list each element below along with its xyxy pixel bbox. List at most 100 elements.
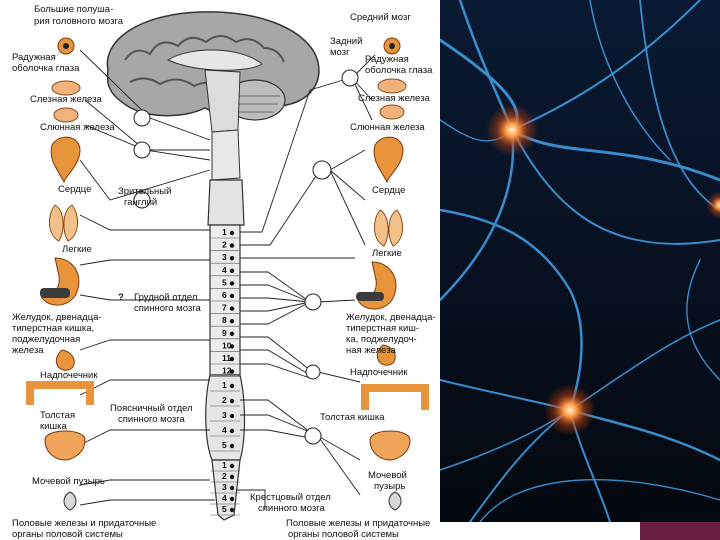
label-lungs-left: Легкие — [62, 244, 92, 255]
lumbar-segment-node-3 — [230, 414, 234, 418]
lungs-right-icon — [374, 210, 402, 246]
neuron-network-photo — [440, 0, 720, 522]
salivary-left-icon — [54, 108, 78, 122]
lumbar-segment-5: 5 — [222, 440, 227, 450]
label-iris-left-1: Радужная — [12, 52, 56, 63]
thoracic-segment-node-10 — [230, 344, 234, 348]
sacral-segment-node-5 — [230, 508, 234, 512]
label-colon-right: Толстая кишка — [320, 412, 385, 423]
label-bladder-right-2: пузырь — [374, 481, 405, 492]
thoracic-segment-node-7 — [230, 306, 234, 310]
salivary-right-icon — [380, 105, 404, 119]
heart-left-icon — [51, 137, 80, 182]
label-sacral-1: Крестцовый отдел — [250, 492, 331, 503]
label-thoracic-1: Грудной отдел — [134, 292, 197, 303]
bladder-left-icon — [45, 431, 85, 460]
label-gonads-right-1: Половые железы и придаточные — [286, 518, 430, 529]
label-cerebrum-1: Большие полуша- — [34, 4, 113, 15]
label-lungs-right: Легкие — [372, 248, 402, 259]
label-bladder-left: Мочевой пузырь — [32, 476, 105, 487]
label-colon-left-2: кишка — [40, 421, 67, 432]
thoracic-segment-node-9 — [230, 332, 234, 336]
label-stomach-right-4: ная железа — [346, 345, 397, 356]
thoracic-segment-node-5 — [230, 281, 234, 285]
label-stomach-left-4: железа — [12, 345, 44, 356]
label-hindbrain-1: Задний — [330, 36, 362, 47]
sacral-segment-node-4 — [230, 497, 234, 501]
lungs-left-icon — [49, 205, 77, 241]
thoracic-segment-node-1 — [230, 231, 234, 235]
thoracic-segment-9: 9 — [222, 328, 227, 338]
lumbar-segment-node-2 — [230, 399, 234, 403]
sacral-segment-node-2 — [230, 475, 234, 479]
lumbar-segment-4: 4 — [222, 425, 227, 435]
bladder-right-icon — [370, 431, 410, 460]
thoracic-segment-node-12 — [230, 369, 234, 373]
lacrimal-left-icon — [52, 81, 80, 95]
lumbar-segment-node-4 — [230, 429, 234, 433]
thoracic-segment-4: 4 — [222, 265, 227, 275]
thoracic-segment-11: 11 — [222, 353, 231, 363]
label-ganglion-2: ганглий — [124, 197, 157, 208]
label-lumbar-1: Поясничный отдел — [110, 403, 193, 414]
label-lumbar-2: спинного мозга — [118, 414, 185, 425]
thoracic-segment-6: 6 — [222, 290, 227, 300]
label-salivary-left: Слюнная железа — [40, 122, 115, 133]
stomach-left-icon — [40, 258, 79, 305]
thoracic-segment-2: 2 — [222, 240, 227, 250]
label-iris-right-2: оболочка глаза — [365, 65, 433, 76]
label-thoracic-2: спинного мозга — [134, 303, 201, 314]
sacral-segment-node-3 — [230, 486, 234, 490]
thoracic-segment-3: 3 — [222, 252, 227, 262]
label-lacrimal-left: Слезная железа — [30, 94, 102, 105]
thoracic-segment-node-2 — [230, 243, 234, 247]
label-hindbrain-2: мозг — [330, 47, 350, 58]
label-iris-left-2: оболочка глаза — [12, 63, 80, 74]
label-lacrimal-right: Слезная железа — [358, 93, 430, 104]
label-cerebrum-2: рия головного мозга — [34, 16, 124, 27]
bottom-white-strip — [440, 522, 640, 540]
lumbar-segment-node-1 — [230, 384, 234, 388]
sacral-segment-5: 5 — [222, 504, 227, 514]
iris-right-icon — [384, 38, 400, 54]
label-adrenal-right: Надпочечник — [350, 367, 408, 378]
label-salivary-right: Слюнная железа — [350, 122, 425, 133]
sacral-segment-node-1 — [230, 464, 234, 468]
label-stomach-right-3: ка, поджелудоч- — [346, 334, 417, 345]
lumbar-segment-2: 2 — [222, 395, 227, 405]
colon-right-icon — [365, 388, 425, 410]
sacral-segment-4: 4 — [222, 493, 227, 503]
label-bladder-right-1: Мочевой — [368, 470, 407, 481]
label-sacral-2: спинного мозга — [258, 503, 325, 514]
adrenal-left-icon — [56, 350, 74, 370]
thoracic-segment-node-3 — [230, 256, 234, 260]
thoracic-segment-1: 1 — [222, 227, 227, 237]
sacral-segment-1: 1 — [222, 460, 227, 470]
thoracic-segment-8: 8 — [222, 315, 227, 325]
label-question: ? — [118, 292, 124, 303]
label-iris-right-1: Радужная — [365, 54, 409, 65]
label-colon-left-1: Толстая — [40, 410, 75, 421]
thoracic-segment-node-11 — [230, 357, 234, 361]
heart-right-icon — [374, 137, 403, 182]
label-gonads-left-2: органы половой системы — [12, 529, 123, 540]
corner-accent-block — [640, 522, 720, 540]
label-gonads-left-1: Половые железы и придаточные — [12, 518, 156, 529]
lacrimal-right-icon — [378, 79, 406, 93]
label-stomach-left-1: Желудок, двенадца- — [12, 312, 102, 323]
label-heart-left: Сердце — [58, 184, 91, 195]
thoracic-segment-node-8 — [230, 319, 234, 323]
thoracic-segment-5: 5 — [222, 277, 227, 287]
iris-left-icon — [58, 38, 74, 54]
gonads-right-icon — [389, 492, 401, 510]
label-ganglion-1: Зрительный — [118, 186, 171, 197]
label-stomach-right-1: Желудок, двенадца- — [346, 312, 436, 323]
sacral-segment-3: 3 — [222, 482, 227, 492]
gonads-left-icon — [64, 492, 76, 510]
thoracic-segment-node-6 — [230, 294, 234, 298]
sacral-segment-2: 2 — [222, 471, 227, 481]
label-heart-right: Сердце — [372, 185, 405, 196]
lumbar-segment-node-5 — [230, 444, 234, 448]
organs-left — [30, 38, 90, 510]
